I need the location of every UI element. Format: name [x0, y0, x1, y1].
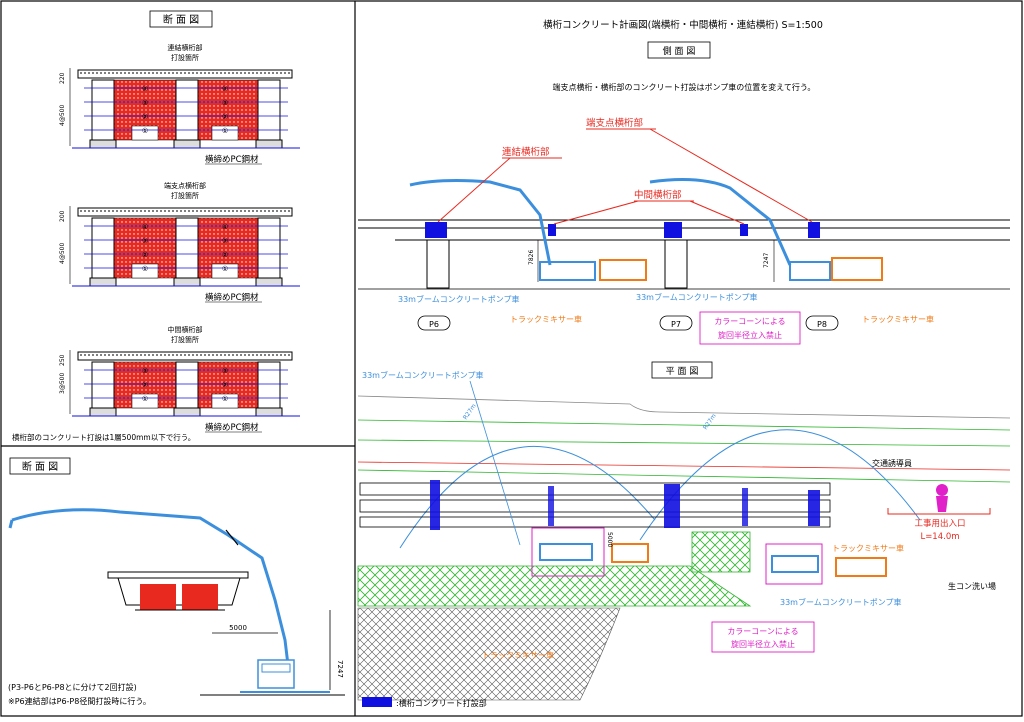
- svg-text:①: ①: [142, 395, 148, 403]
- svg-text:②: ②: [222, 381, 228, 389]
- view-caption: 打設箇所: [171, 53, 199, 62]
- side-cone-note-2: 旋回半径立入禁止: [718, 330, 782, 340]
- section-top-note: 横桁部のコンクリート打設は1層500mm以下で行う。: [12, 432, 195, 442]
- plan-pump-bottom: 33mブームコンクリートポンプ車: [780, 597, 902, 607]
- side-view-panel: 横桁コンクリート計画図(端横桁・中間横桁・連結横桁) S=1:500 側 面 図…: [358, 19, 1010, 345]
- label-connection: 連結横桁部: [502, 146, 550, 158]
- svg-text:③: ③: [222, 99, 228, 107]
- side-mixer-label-2: トラックミキサー車: [862, 314, 934, 324]
- svg-text:②: ②: [142, 251, 148, 259]
- svg-text:④: ④: [142, 85, 148, 93]
- plan-entrance-1: 工事用出入口: [914, 518, 965, 529]
- material-label: 横締めPC鋼材: [205, 154, 259, 165]
- pier-p8: P8: [817, 320, 827, 329]
- plan-view-panel: 平 面 図 5000 R27m R27m 3: [357, 361, 1011, 708]
- section-bottom-title: 断 面 図: [22, 460, 58, 473]
- svg-text:③: ③: [142, 237, 148, 245]
- pier-p7: P7: [671, 320, 681, 329]
- svg-text:3@500: 3@500: [59, 373, 66, 394]
- svg-text:④: ④: [222, 223, 228, 231]
- svg-text:②: ②: [222, 113, 228, 121]
- svg-text:①: ①: [142, 265, 148, 273]
- side-view-note: 端支点横桁・横桁部のコンクリート打設はポンプ車の位置を変えて行う。: [553, 82, 816, 92]
- bottom-note-1: (P3-P6とP6-P8とに分けて2回打設): [8, 682, 137, 692]
- svg-text:4@500: 4@500: [59, 243, 66, 264]
- plan-cone-note-2: 旋回半径立入禁止: [731, 639, 795, 649]
- plan-dim-r1: R27m: [462, 403, 478, 422]
- svg-text:③: ③: [222, 237, 228, 245]
- material-label: 横締めPC鋼材: [205, 422, 259, 433]
- svg-text:③: ③: [142, 367, 148, 375]
- svg-text:①: ①: [222, 127, 228, 135]
- section-bottom-panel: 断 面 図 5000 7247 (P3-P6とP6-P8とに分けて2回打設) ※…: [8, 457, 345, 706]
- material-label: 横締めPC鋼材: [205, 292, 259, 303]
- side-dim-1: 7826: [528, 250, 535, 265]
- bottom-dim-reach: 5000: [229, 624, 247, 632]
- plan-dim-r2: R27m: [702, 413, 718, 432]
- svg-text:④: ④: [142, 223, 148, 231]
- svg-text:②: ②: [142, 113, 148, 121]
- bottom-dim-height: 7247: [336, 660, 344, 678]
- plan-washout: 生コン洗い場: [948, 581, 996, 591]
- plan-pump-label-top: 33mブームコンクリートポンプ車: [362, 370, 484, 380]
- view-caption: 端支点横桁部: [164, 181, 206, 190]
- plan-title: 横桁コンクリート計画図(端横桁・中間横桁・連結横桁) S=1:500: [543, 19, 823, 31]
- plan-cone-note-1: カラーコーンによる: [727, 627, 798, 636]
- plan-guide: 交通誘導員: [872, 458, 912, 468]
- view-caption: 打設箇所: [171, 191, 199, 200]
- svg-text:③: ③: [142, 99, 148, 107]
- svg-text:②: ②: [222, 251, 228, 259]
- svg-text:③: ③: [222, 367, 228, 375]
- label-end-support: 端支点横桁部: [586, 117, 643, 129]
- svg-text:②: ②: [142, 381, 148, 389]
- label-middle: 中間横桁部: [634, 189, 682, 201]
- side-pump-label-1: 33mブームコンクリートポンプ車: [398, 294, 520, 304]
- side-mixer-label-1: トラックミキサー車: [510, 314, 582, 324]
- plan-entrance-2: L=14.0m: [920, 532, 959, 542]
- plan-mixer-right: トラックミキサー車: [832, 543, 904, 553]
- plan-mixer-bottom: トラックミキサー車: [482, 650, 554, 660]
- svg-text:220: 220: [59, 72, 66, 84]
- svg-text:200: 200: [59, 210, 66, 222]
- side-dim-2: 7247: [763, 253, 770, 268]
- svg-text:①: ①: [222, 395, 228, 403]
- bottom-note-2: ※P6連結部はP6-P8径間打設時に行う。: [8, 696, 151, 706]
- plan-dim-5000: 5000: [606, 532, 613, 547]
- svg-text:④: ④: [222, 85, 228, 93]
- svg-text:①: ①: [222, 265, 228, 273]
- side-pump-label-2: 33mブームコンクリートポンプ車: [636, 292, 758, 302]
- view-caption: 打設箇所: [171, 335, 199, 344]
- svg-text:250: 250: [59, 354, 66, 366]
- svg-text:4@500: 4@500: [59, 105, 66, 126]
- pier-p6: P6: [429, 320, 439, 329]
- side-cone-note-1: カラーコーンによる: [714, 317, 785, 326]
- legend-text: :横桁コンクリート打設部: [396, 698, 487, 708]
- side-view-title: 側 面 図: [663, 45, 696, 57]
- view-caption: 中間横桁部: [168, 325, 203, 334]
- svg-text:①: ①: [142, 127, 148, 135]
- view-caption: 連結横桁部: [168, 43, 203, 52]
- section-top-title: 断 面 図: [163, 13, 199, 26]
- plan-view-title: 平 面 図: [666, 366, 699, 377]
